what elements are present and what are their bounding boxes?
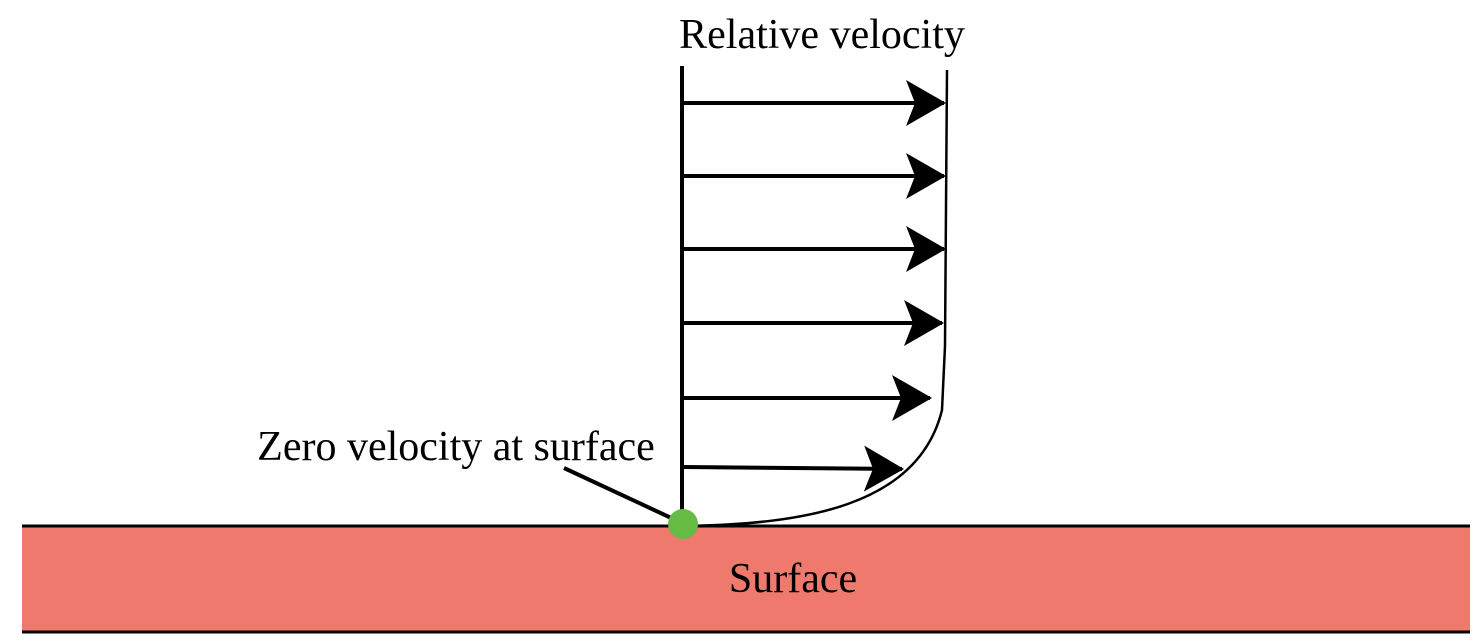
annotation-leader-line (563, 466, 683, 525)
surface-label: Surface (729, 556, 857, 602)
no-slip-point (668, 509, 698, 539)
diagram-title: Relative velocity (679, 12, 965, 58)
surface-block (22, 526, 1470, 632)
zero-velocity-annotation: Zero velocity at surface (257, 424, 655, 470)
velocity-arrow (683, 445, 904, 492)
velocity-profile-curve (685, 69, 949, 528)
